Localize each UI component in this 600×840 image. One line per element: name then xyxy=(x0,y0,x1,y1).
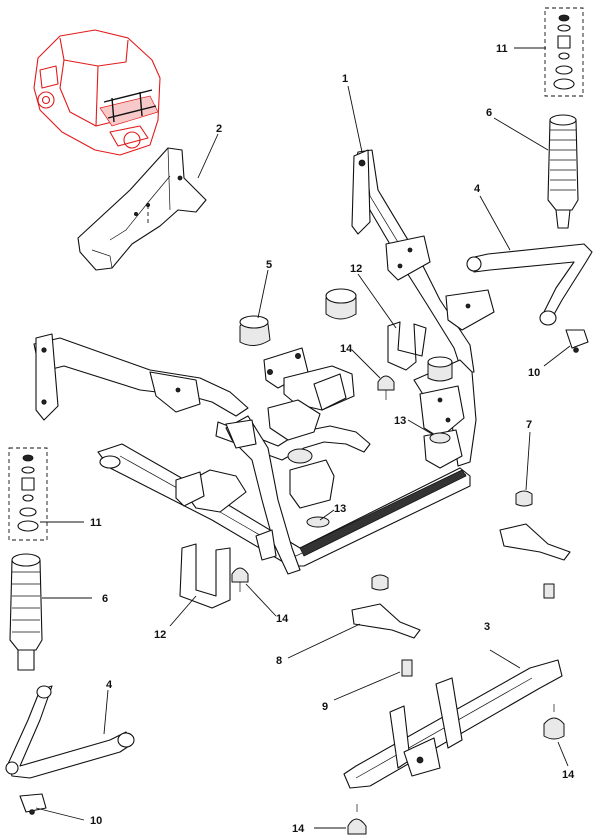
shock-absorber-right-part xyxy=(547,114,579,229)
rubber-mount-part-5 xyxy=(239,288,453,382)
callout-leaders xyxy=(35,47,571,829)
callout-7: 7 xyxy=(526,419,532,431)
callout-10-left: 10 xyxy=(90,815,102,827)
callout-10-right: 10 xyxy=(528,367,540,379)
callout-9: 9 xyxy=(322,701,328,713)
mounting-plate-part xyxy=(351,523,571,639)
washer-part xyxy=(306,432,451,528)
vehicle-locator-icon xyxy=(33,29,161,156)
cross-beam-part xyxy=(343,659,563,789)
wishbone-left-part xyxy=(5,685,135,779)
callout-14-middle: 14 xyxy=(276,613,289,625)
mount-kit-left-part xyxy=(8,447,48,541)
mount-kit-right-part xyxy=(544,7,584,97)
callout-6-left: 6 xyxy=(102,593,108,605)
callout-14-upper: 14 xyxy=(340,343,353,355)
callout-3: 3 xyxy=(484,621,490,633)
ball-joint-part xyxy=(19,329,589,815)
spacer-part xyxy=(371,490,555,677)
callout-8: 8 xyxy=(276,655,282,667)
callout-12-upper: 12 xyxy=(350,263,362,275)
callout-5: 5 xyxy=(266,259,272,271)
callout-1: 1 xyxy=(342,73,348,85)
bump-stop-part xyxy=(231,375,565,835)
callout-13-lower: 13 xyxy=(334,503,346,515)
callout-4-right: 4 xyxy=(474,183,481,195)
callout-6-right: 6 xyxy=(486,107,492,119)
shock-absorber-left-part xyxy=(9,553,43,671)
callout-4-left: 4 xyxy=(106,679,113,691)
callout-13-upper: 13 xyxy=(394,415,406,427)
u-bracket-part xyxy=(179,321,427,609)
callout-14-right: 14 xyxy=(562,769,575,781)
callout-11-right: 11 xyxy=(496,43,508,55)
callout-11-left: 11 xyxy=(90,517,102,529)
callout-12-lower: 12 xyxy=(154,629,166,641)
front-subframe-part xyxy=(33,149,495,575)
callout-labels: 1 2 3 4 4 5 6 6 7 8 9 10 10 11 11 12 12 … xyxy=(90,43,575,835)
side-bracket-part xyxy=(77,147,207,271)
wishbone-right-part xyxy=(466,243,593,326)
callout-2: 2 xyxy=(216,123,222,135)
callout-14-bottom: 14 xyxy=(292,823,305,835)
